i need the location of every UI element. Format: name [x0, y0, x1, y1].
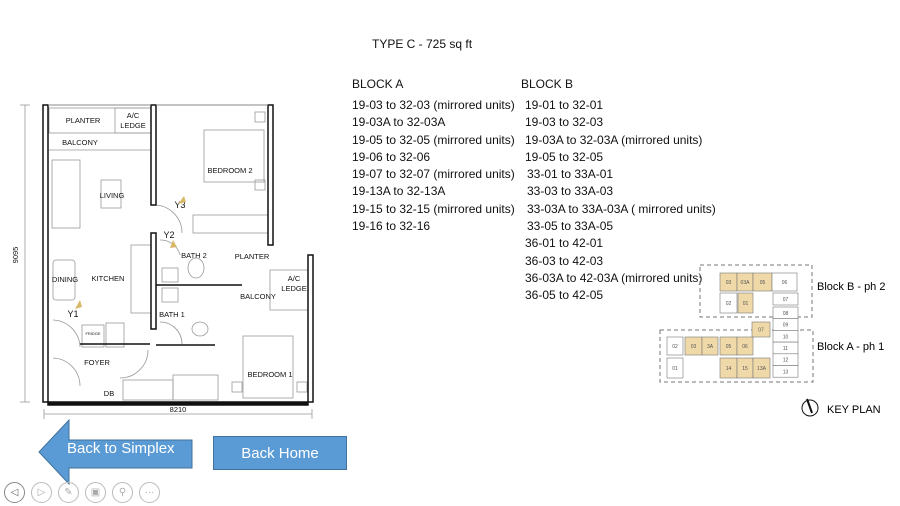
key-plan-unit-label: 09	[783, 323, 789, 329]
key-plan-unit-label: 13A	[757, 366, 767, 372]
room-label-planter: PLANTER	[66, 116, 101, 125]
key-plan-unit-label: 14	[726, 366, 732, 372]
north-arrow-icon	[801, 398, 819, 417]
list-item: 19-16 to 32-16	[352, 219, 431, 234]
fridge-label: FRIDGE	[85, 331, 100, 336]
room-label-ac-ledge: LEDGE	[281, 284, 306, 293]
list-item: 19-03A to 32-03A (mirrored units)	[525, 132, 703, 147]
key-plan-unit	[666, 357, 684, 379]
key-plan-unit-label: 10	[783, 334, 789, 340]
block-b-unit-list: 19-01 to 32-01 19-03 to 32-03 19-03A to …	[525, 97, 716, 305]
viewpoint-marker-icon	[178, 196, 186, 204]
width-dimension: 8210	[170, 405, 187, 414]
list-item: 36-05 to 42-05	[525, 288, 604, 303]
key-plan-unit	[752, 357, 771, 379]
key-plan-unit-label: 02	[672, 344, 678, 350]
room-label-foyer: FOYER	[84, 358, 110, 367]
list-item: 19-03 to 32-03	[525, 115, 604, 130]
list-item: 19-05 to 32-05 (mirrored units)	[352, 132, 515, 147]
slides-icon[interactable]: ▣	[85, 482, 106, 503]
viewpoint-label: Y3	[174, 200, 185, 210]
back-home-button[interactable]: Back Home	[213, 436, 347, 470]
room-label-bedroom-2: BEDROOM 2	[207, 166, 252, 175]
key-plan-unit-label: 01	[743, 301, 749, 307]
viewpoint-label: Y2	[163, 230, 174, 240]
key-plan-unit-label: 02	[726, 301, 732, 307]
unit-type-title: TYPE C - 725 sq ft	[372, 37, 473, 51]
list-item: 33-03 to 33A-03	[527, 184, 614, 199]
list-item: 36-03 to 42-03	[525, 253, 604, 268]
key-plan-unit-label: 03	[726, 280, 732, 286]
key-plan-unit	[771, 272, 798, 292]
room-label-db: DB	[104, 389, 114, 398]
block-b-heading: BLOCK B	[521, 77, 574, 91]
list-item: 19-03A to 32-03A	[352, 115, 446, 130]
key-plan-unit-label: 07	[758, 328, 764, 334]
room-label-ac-ledge: A/C	[127, 111, 140, 120]
block-a-unit-list: 19-03 to 32-03 (mirrored units) 19-03A t…	[352, 97, 515, 235]
list-item: 19-07 to 32-07 (mirrored units)	[352, 167, 515, 182]
key-plan-unit	[736, 336, 754, 356]
key-plan-unit-label: 12	[783, 358, 789, 364]
list-item: 19-05 to 32-05	[525, 149, 604, 164]
key-plan-unit-label: 07	[783, 297, 789, 303]
room-label-balcony: BALCONY	[62, 138, 98, 147]
previous-icon[interactable]: ◁	[4, 482, 25, 503]
block-a-heading: BLOCK A	[352, 77, 404, 91]
room-label-planter: PLANTER	[235, 252, 270, 261]
list-item: 19-13A to 32-13A	[352, 184, 446, 199]
key-plan-unit	[751, 321, 771, 338]
floor-plan: PLANTER A/C LEDGE BALCONY BEDROOM 2 LIVI…	[11, 104, 314, 419]
list-item: 19-06 to 32-06	[352, 149, 431, 164]
key-plan-unit-label: 01	[672, 366, 678, 372]
list-item: 19-15 to 32-15 (mirrored units)	[352, 201, 515, 216]
list-item: 36-01 to 42-01	[525, 236, 604, 251]
room-label-dining: DINING	[52, 275, 78, 284]
room-label-kitchen: KITCHEN	[92, 274, 125, 283]
block-a-label: Block A - ph 1	[817, 341, 884, 353]
key-plan-unit-label: 05	[760, 280, 766, 286]
key-plan-unit-label: 3A	[707, 344, 714, 350]
key-plan-unit	[666, 336, 684, 356]
key-plan-unit	[772, 365, 799, 378]
key-plan-unit-label: 08	[783, 311, 789, 317]
key-plan-unit-label: 06	[742, 344, 748, 350]
key-plan-unit-label: 05	[726, 344, 732, 350]
list-item: 33-03A to 33A-03A ( mirrored units)	[527, 201, 716, 216]
key-plan-unit-label: 03	[691, 344, 697, 350]
block-b-label: Block B - ph 2	[817, 281, 885, 293]
list-item: 33-05 to 33A-05	[527, 219, 614, 234]
list-item: 36-03A to 42-03A (mirrored units)	[525, 270, 703, 285]
key-plan: 03 03A 05 06 02 01 07 07 02 03 3A 05 06 01 14 15 13A 08 09…	[659, 264, 885, 417]
list-item: 19-03 to 32-03 (mirrored units)	[352, 98, 515, 112]
key-plan-unit	[701, 336, 719, 356]
room-label-living: LIVING	[100, 191, 125, 200]
list-item: 33-01 to 33A-01	[527, 167, 614, 182]
more-icon[interactable]: ···	[139, 482, 160, 503]
zoom-icon[interactable]: ⚲	[112, 482, 133, 503]
height-dimension: 9095	[11, 247, 20, 264]
key-plan-unit-label: 11	[783, 346, 788, 352]
list-item: 19-01 to 32-01	[525, 98, 604, 112]
viewpoint-marker-icon	[170, 240, 177, 248]
room-label-balcony: BALCONY	[240, 292, 276, 301]
room-label-bedroom-1: BEDROOM 1	[247, 370, 292, 379]
viewpoint-label: Y1	[67, 309, 78, 319]
room-label-bath-2: BATH 2	[181, 251, 207, 260]
room-label-ac-ledge: A/C	[288, 274, 301, 283]
key-plan-unit	[772, 292, 799, 306]
key-plan-unit	[737, 292, 754, 314]
key-plan-unit-label: 03A	[741, 280, 751, 286]
next-icon[interactable]: ▷	[31, 482, 52, 503]
key-plan-unit-label: 06	[782, 280, 788, 286]
back-to-simplex-button[interactable]	[37, 418, 193, 486]
key-plan-unit	[719, 292, 738, 314]
viewpoint-marker-icon	[75, 300, 82, 309]
key-plan-unit-label: 15	[742, 366, 748, 372]
room-label-ac-ledge: LEDGE	[120, 121, 145, 130]
key-plan-label: KEY PLAN	[827, 404, 881, 416]
pen-icon[interactable]: ✎	[58, 482, 79, 503]
key-plan-unit-label: 13	[783, 369, 789, 375]
room-label-bath-1: BATH 1	[159, 310, 185, 319]
